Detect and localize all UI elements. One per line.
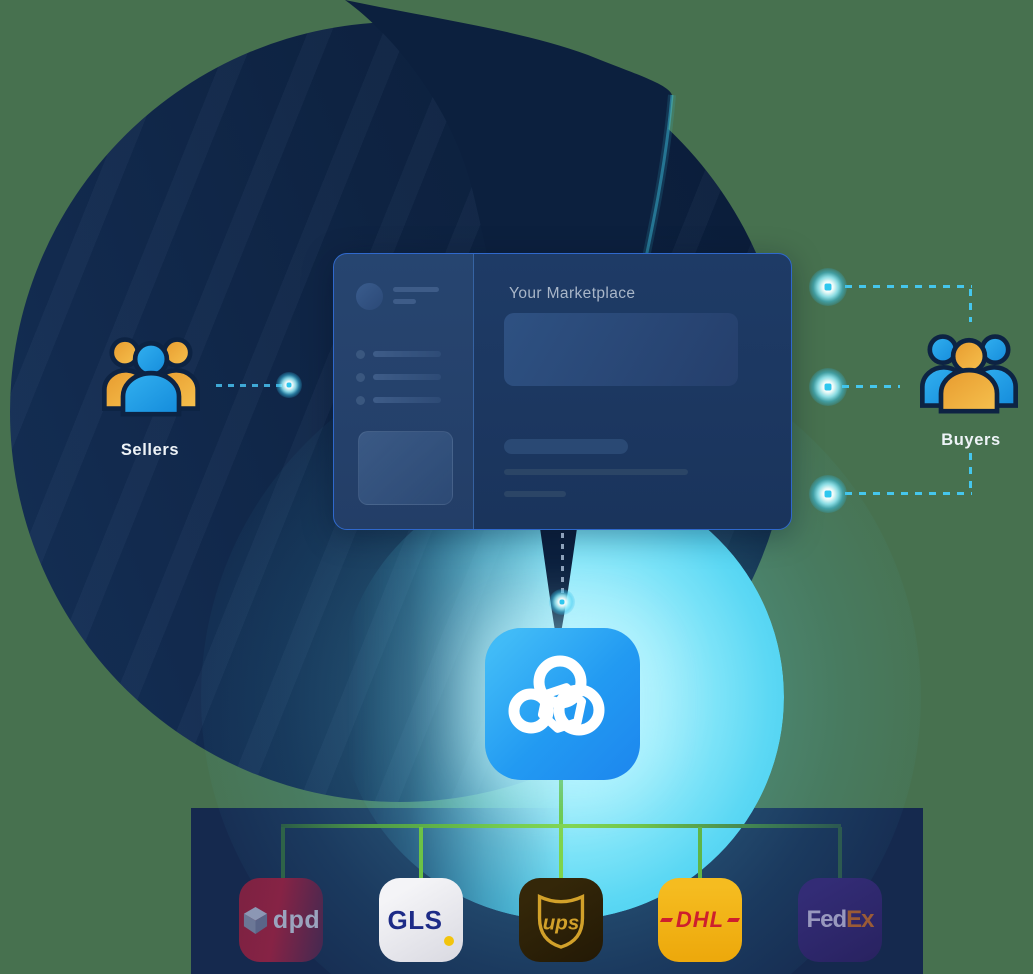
buyers-label: Buyers	[941, 431, 1001, 449]
sidebar-item-line	[373, 374, 441, 380]
ups-label: ups	[543, 911, 579, 934]
marketplace-title: Your Marketplace	[509, 285, 636, 302]
connector-drop-gls	[419, 827, 423, 878]
cloud-parcel-icon	[485, 628, 640, 780]
fedex-label: FedEx	[806, 906, 874, 934]
connector-drop-dhl	[698, 827, 702, 878]
carrier-tile-dhl: DHL	[658, 878, 742, 962]
connection-node-2	[809, 368, 847, 406]
carrier-tile-ups: ups	[519, 878, 603, 962]
sidebar-item-line	[373, 351, 441, 357]
gls-label: GLS	[387, 904, 443, 935]
dashed-line-sellers-to-card	[216, 384, 284, 387]
connector-horizontal-line	[281, 824, 841, 828]
glow-dot-sellers	[276, 372, 302, 398]
connector-drop-ups	[559, 827, 563, 878]
buyers-group-icon	[920, 334, 1018, 414]
connector-drop-dpd	[281, 827, 285, 878]
connection-node-3	[809, 475, 847, 513]
hero-placeholder	[504, 313, 738, 386]
connection-node-1	[809, 268, 847, 306]
carrier-tile-gls: GLS	[379, 878, 463, 962]
sellers-label: Sellers	[120, 441, 180, 459]
glow-dot-cloud	[549, 589, 575, 615]
sidebar-item-dot	[356, 350, 365, 359]
sidebar-item-line	[373, 397, 441, 403]
sellers-group-icon	[102, 337, 200, 417]
dhl-left-stripe	[659, 918, 673, 922]
sidebar-item-dot	[356, 373, 365, 382]
dhl-label: DHL	[675, 907, 725, 932]
sidebar-title-line	[393, 287, 439, 292]
sidebar-subtitle-line	[393, 299, 416, 304]
ups-shield-icon: ups	[537, 894, 585, 949]
marketplace-card: Your Marketplace	[333, 253, 792, 530]
dashed-line-card-to-cloud	[561, 533, 564, 598]
dhl-right-stripe	[727, 918, 741, 922]
dashed-line-buyer-3	[845, 492, 972, 495]
carrier-tile-dpd: dpd	[239, 878, 323, 962]
content-pill-placeholder	[504, 439, 628, 454]
dashed-line-buyer-1-drop	[969, 289, 972, 322]
dashed-line-buyer-3-rise	[969, 453, 972, 493]
sidebar-panel-placeholder	[358, 431, 453, 505]
fedex-ex-part: Ex	[846, 906, 874, 933]
dashed-line-buyer-1	[845, 285, 972, 288]
fedex-fed-part: Fed	[806, 906, 847, 933]
parcel-cube-icon	[243, 906, 267, 934]
content-line-placeholder	[504, 469, 688, 475]
carrier-tile-fedex: FedEx	[798, 878, 882, 962]
gls-yellow-dot	[444, 936, 455, 946]
dpd-label: dpd	[272, 905, 321, 934]
avatar	[356, 283, 383, 310]
sidebar-item-dot	[356, 396, 365, 405]
card-sidebar	[334, 254, 474, 529]
connector-drop-fedex	[838, 827, 842, 878]
dashed-line-buyer-2	[842, 385, 900, 388]
content-line-placeholder	[504, 491, 566, 497]
connector-cloud-to-tree	[559, 780, 563, 826]
